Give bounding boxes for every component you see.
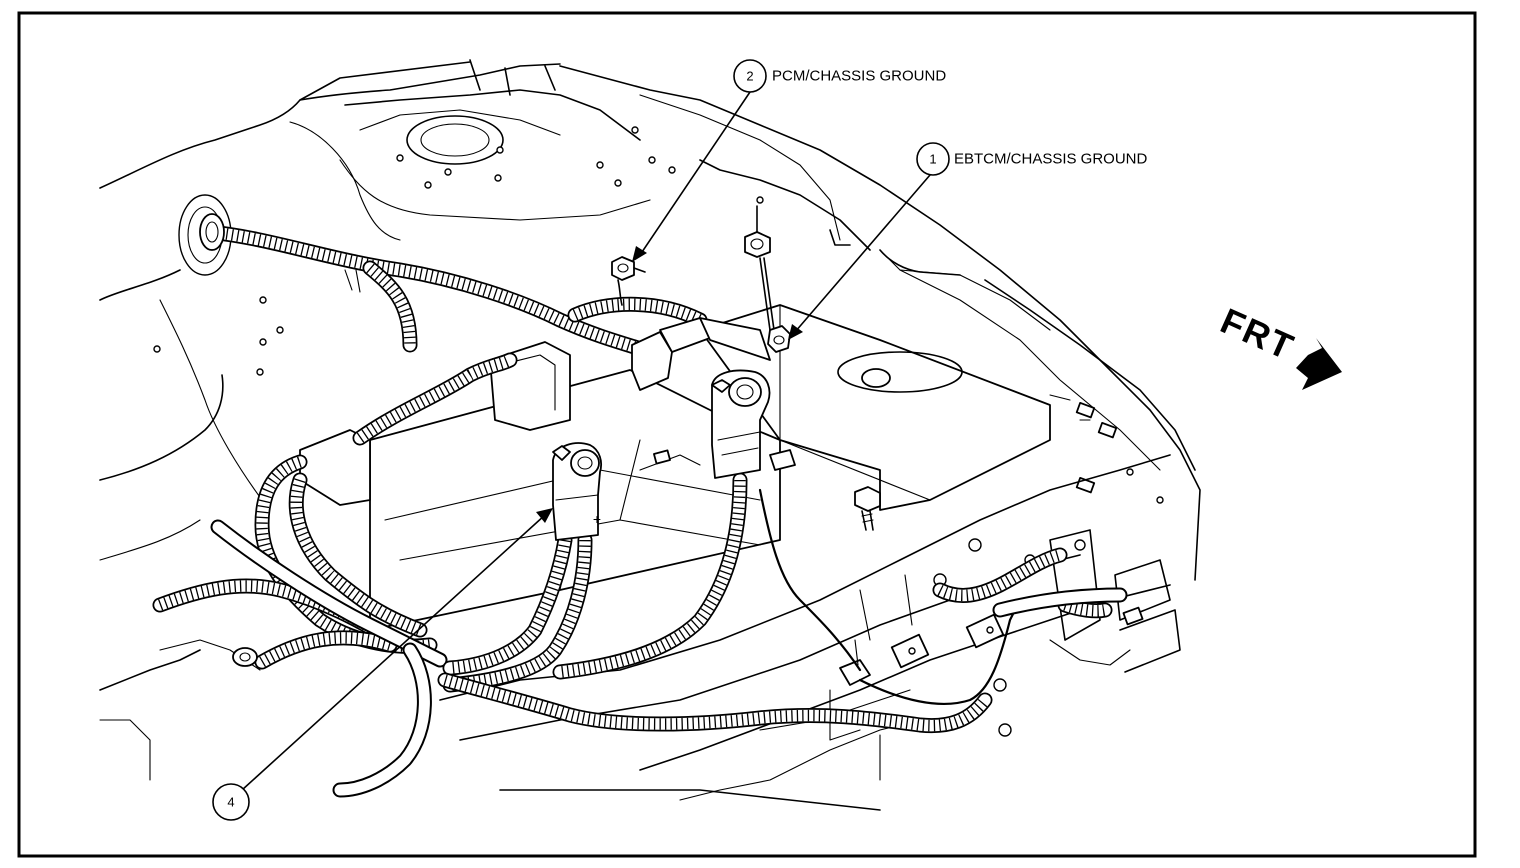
main-wiring-harness xyxy=(152,224,1128,798)
harness-grommet xyxy=(199,213,225,251)
callout-1: 1 EBTCM/CHASSIS GROUND xyxy=(788,142,1148,340)
callout-4: 4 xyxy=(212,508,553,821)
positive-terminal-mark: + xyxy=(593,511,601,527)
ebtcm-ground-bolt xyxy=(744,205,791,353)
diagram-frame xyxy=(17,11,1477,858)
negative-battery-terminal xyxy=(711,369,771,479)
positive-battery-terminal: + xyxy=(552,442,603,541)
front-bolt xyxy=(854,486,881,531)
callout-1-number: 1 xyxy=(929,152,936,167)
harness-connector xyxy=(631,317,771,391)
callout-2: 2 PCM/CHASSIS GROUND xyxy=(632,59,946,262)
callout-1-label: EBTCM/CHASSIS GROUND xyxy=(954,151,1148,168)
frt-label: FRT xyxy=(1215,300,1301,368)
callout-2-number: 2 xyxy=(746,69,753,84)
callout-4-number: 4 xyxy=(227,795,234,810)
callout-2-label: PCM/CHASSIS GROUND xyxy=(772,68,946,85)
pcm-ground-stud xyxy=(611,256,646,306)
front-arrow-icon xyxy=(1296,338,1342,390)
front-direction-indicator: FRT xyxy=(1215,300,1342,390)
vehicle-body-structure xyxy=(99,59,1201,811)
